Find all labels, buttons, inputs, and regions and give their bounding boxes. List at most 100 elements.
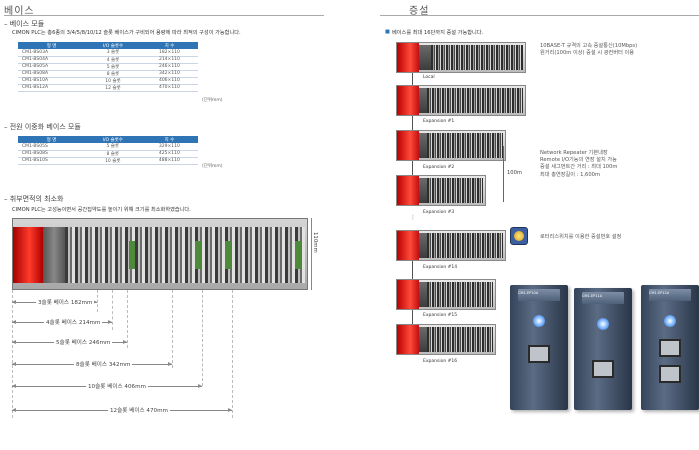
cable — [412, 261, 413, 279]
col-size: 치 수 — [140, 136, 198, 143]
col-model: 형 명 — [18, 42, 86, 49]
base-title: 베이스 — [4, 6, 35, 17]
dim-guide — [232, 290, 233, 418]
ethernet-port — [659, 339, 681, 357]
col-model: 형 명 — [18, 136, 85, 143]
cell-slots: 10 슬롯 — [84, 157, 141, 165]
connector — [195, 241, 201, 269]
dim-label-4slot: 4슬롯 베이스 214mm — [44, 318, 103, 326]
connector — [295, 241, 301, 269]
distance-label: 100m — [507, 170, 522, 176]
expansion-title: 증설 — [409, 6, 430, 17]
cell-model: CM1-BS10A — [18, 77, 86, 85]
plc-base-image — [12, 218, 308, 290]
note-line: 증설 세그먼트간 거리 : 최대 100m — [540, 164, 618, 171]
cable — [412, 73, 413, 85]
device-tag: CM1-EP11A — [582, 294, 603, 298]
rotary-switch — [597, 318, 609, 330]
title-divider — [380, 15, 699, 16]
ethernet-port — [528, 345, 550, 363]
title-divider — [4, 15, 324, 16]
expansion-device-1: CM1-EP10A — [510, 285, 568, 410]
rack-expansion-15 — [396, 279, 496, 310]
connector — [225, 241, 231, 269]
ethernet-port — [659, 365, 681, 383]
cell-model: CM1-BS05S — [18, 143, 85, 151]
io-modules — [65, 227, 305, 283]
expansion-device-2: CM1-EP11A — [574, 288, 632, 410]
cell-slots: 4 슬롯 — [85, 56, 141, 64]
col-slots: I/O 슬롯수 — [85, 42, 141, 49]
cell-slots: 8 슬롯 — [85, 70, 141, 78]
note-line: 최대 총연장길이 : 1,600m — [540, 171, 601, 178]
dim-guide — [202, 290, 203, 386]
cell-slots: 10 슬롯 — [85, 77, 141, 85]
cell-size: 214×110 — [140, 56, 198, 64]
redundant-heading: – 전원 이중화 베이스 모듈 — [4, 123, 81, 131]
base-module-heading: – 베이스 모듈 — [4, 20, 45, 28]
rack-expansion-16 — [396, 324, 496, 355]
cell-size: 329×110 — [140, 143, 198, 151]
height-label: 110mm — [312, 232, 318, 253]
base-unit-label: (단위mm) — [202, 98, 223, 103]
note-line: 원거리(100m 이상) 증설 시 광컨버터 이용 — [540, 50, 635, 57]
rack-label-local: Local — [423, 75, 435, 80]
note-rotary: 로터리스위치를 이용한 증설번호 설정 — [540, 234, 622, 240]
cell-size: 246×110 — [140, 63, 198, 71]
distance-line — [503, 146, 504, 202]
rack-local — [396, 42, 526, 73]
cell-model: CM1-BS03A — [18, 49, 86, 57]
base-module-desc: CIMON PLC는 총6종의 3/4/5/8/10/12 슬롯 베이스가 구비… — [12, 30, 241, 36]
cell-model: CM1-BS04A — [18, 56, 86, 64]
cell-slots: 5 슬롯 — [84, 143, 141, 151]
ellipsis-icon: ⋮ — [410, 214, 416, 221]
cell-size: 406×110 — [140, 77, 198, 85]
cable — [412, 116, 413, 130]
bullet-icon: ■ — [385, 29, 390, 35]
rack-expansion-2 — [396, 130, 506, 161]
power-module — [13, 227, 43, 283]
rack-label-expansion-3: Expansion #3 — [423, 210, 455, 215]
dim-guide — [97, 290, 98, 312]
rack-label-expansion-15: Expansion #15 — [423, 313, 458, 318]
cell-slots: 12 슬롯 — [85, 84, 141, 92]
cell-model: CM1-BS05A — [18, 63, 86, 71]
device-tag: CM1-EP12A — [649, 291, 670, 295]
note-line: 10BASE-T 규격의 고속 증설통신(10Mbps) — [540, 43, 638, 49]
cell-size: 342×110 — [140, 70, 198, 78]
col-size: 치 수 — [140, 42, 198, 49]
expansion-bullet: 베이스를 최대 16단까지 증설 가능합니다. — [392, 30, 484, 36]
dim-guide — [127, 290, 128, 348]
rack-expansion-1 — [396, 85, 526, 116]
dim-label-12slot: 12슬롯 베이스 470mm — [108, 406, 170, 414]
cell-slots: 8 슬롯 — [84, 150, 141, 158]
cable — [412, 310, 413, 324]
dim-guide — [12, 290, 13, 418]
mounting-desc: CIMON PLC는 고성능이면서 공간집약도를 높이기 위해 크기를 최소화하… — [12, 207, 191, 213]
table-header-row: 형 명 I/O 슬롯수 치 수 — [18, 136, 198, 143]
cell-size: 425×110 — [140, 150, 198, 158]
cell-size: 470×110 — [140, 84, 198, 92]
rotary-switch — [664, 315, 676, 327]
cell-size: 488×110 — [140, 157, 198, 165]
rack-label-expansion-2: Expansion #2 — [423, 165, 455, 170]
cpu-module — [43, 227, 65, 283]
rack-label-expansion-1: Expansion #1 — [423, 119, 455, 124]
note-line: Remote I/O기능의 연장 설치 가능 — [540, 157, 617, 164]
mounting-heading: – 취부면적의 최소화 — [4, 195, 64, 203]
device-tag: CM1-EP10A — [518, 291, 539, 295]
connector — [129, 241, 135, 269]
expansion-device-3: CM1-EP12A — [641, 285, 699, 410]
rotary-switch — [533, 315, 545, 327]
rotary-switch-icon — [510, 227, 528, 245]
dim-guide — [172, 290, 173, 368]
